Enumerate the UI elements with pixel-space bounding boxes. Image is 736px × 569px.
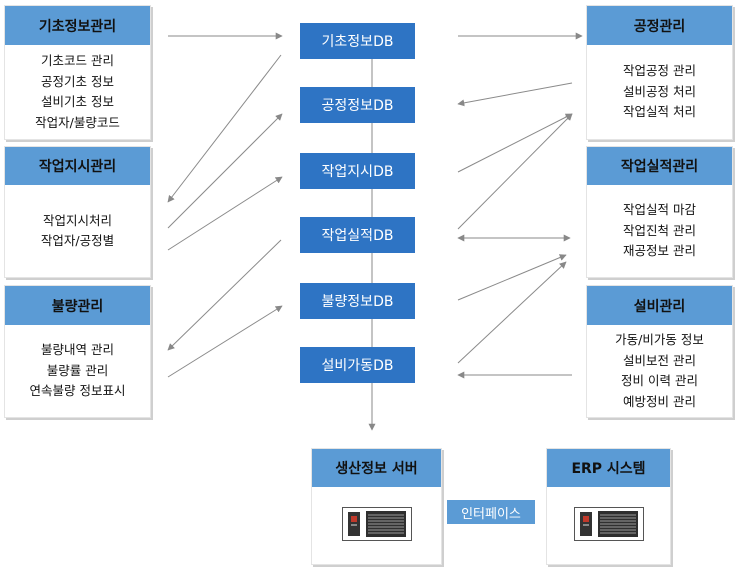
card-item: 불량률 관리	[46, 362, 109, 378]
db-equipment-operation: 설비가동DB	[300, 347, 415, 383]
card-item: 예방정비 관리	[623, 393, 696, 409]
server-icon	[342, 507, 412, 541]
card-item: 재공정보 관리	[623, 243, 696, 259]
card-item: 연속불량 정보표시	[29, 383, 126, 399]
card-defect: 불량관리 불량내역 관리 불량률 관리 연속불량 정보표시	[4, 285, 151, 418]
card-item: 가동/비가동 정보	[615, 332, 704, 347]
card-item: 설비보전 관리	[623, 352, 696, 368]
card-item: 작업자/공정별	[40, 233, 115, 248]
card-item: 작업실적 처리	[623, 104, 696, 120]
interface-label: 인터페이스	[447, 500, 535, 524]
db-process-info: 공정정보DB	[300, 87, 415, 123]
db-defect-info: 불량정보DB	[300, 283, 415, 319]
card-performance: 작업실적관리 작업실적 마감 작업진척 관리 재공정보 관리	[586, 146, 733, 278]
card-item: 설비공정 처리	[623, 83, 696, 99]
production-server-card: 생산정보 서버	[311, 448, 442, 565]
erp-system-card: ERP 시스템	[546, 448, 671, 565]
card-title: 작업지시관리	[5, 147, 150, 185]
card-title: 설비관리	[587, 286, 732, 325]
card-item: 공정기초 정보	[41, 73, 114, 89]
card-title: 작업실적관리	[587, 147, 732, 185]
card-item: 작업진척 관리	[623, 222, 696, 238]
db-basic-info: 기초정보DB	[300, 23, 415, 59]
card-item: 작업자/불량코드	[35, 114, 120, 130]
card-item: 설비기초 정보	[41, 94, 114, 109]
db-work-order: 작업지시DB	[300, 153, 415, 189]
card-title: 불량관리	[5, 286, 150, 325]
card-basic-info: 기초정보관리 기초코드 관리 공정기초 정보 설비기초 정보 작업자/불량코드	[4, 5, 151, 140]
card-work-order: 작업지시관리 작업지시처리 작업자/공정별	[4, 146, 151, 278]
card-title: 공정관리	[587, 6, 732, 45]
card-item: 작업공정 관리	[623, 63, 696, 79]
db-work-performance: 작업실적DB	[300, 217, 415, 253]
card-process: 공정관리 작업공정 관리 설비공정 처리 작업실적 처리	[586, 5, 733, 140]
card-equipment: 설비관리 가동/비가동 정보 설비보전 관리 정비 이력 관리 예방정비 관리	[586, 285, 733, 418]
erp-system-title: ERP 시스템	[547, 449, 670, 487]
server-icon	[574, 507, 644, 541]
card-item: 기초코드 관리	[41, 53, 114, 68]
card-item: 정비 이력 관리	[621, 373, 698, 388]
card-item: 작업실적 마감	[623, 202, 696, 218]
production-server-title: 생산정보 서버	[312, 449, 441, 487]
card-title: 기초정보관리	[5, 6, 150, 45]
card-item: 작업지시처리	[42, 212, 112, 228]
card-item: 불량내역 관리	[41, 342, 114, 358]
